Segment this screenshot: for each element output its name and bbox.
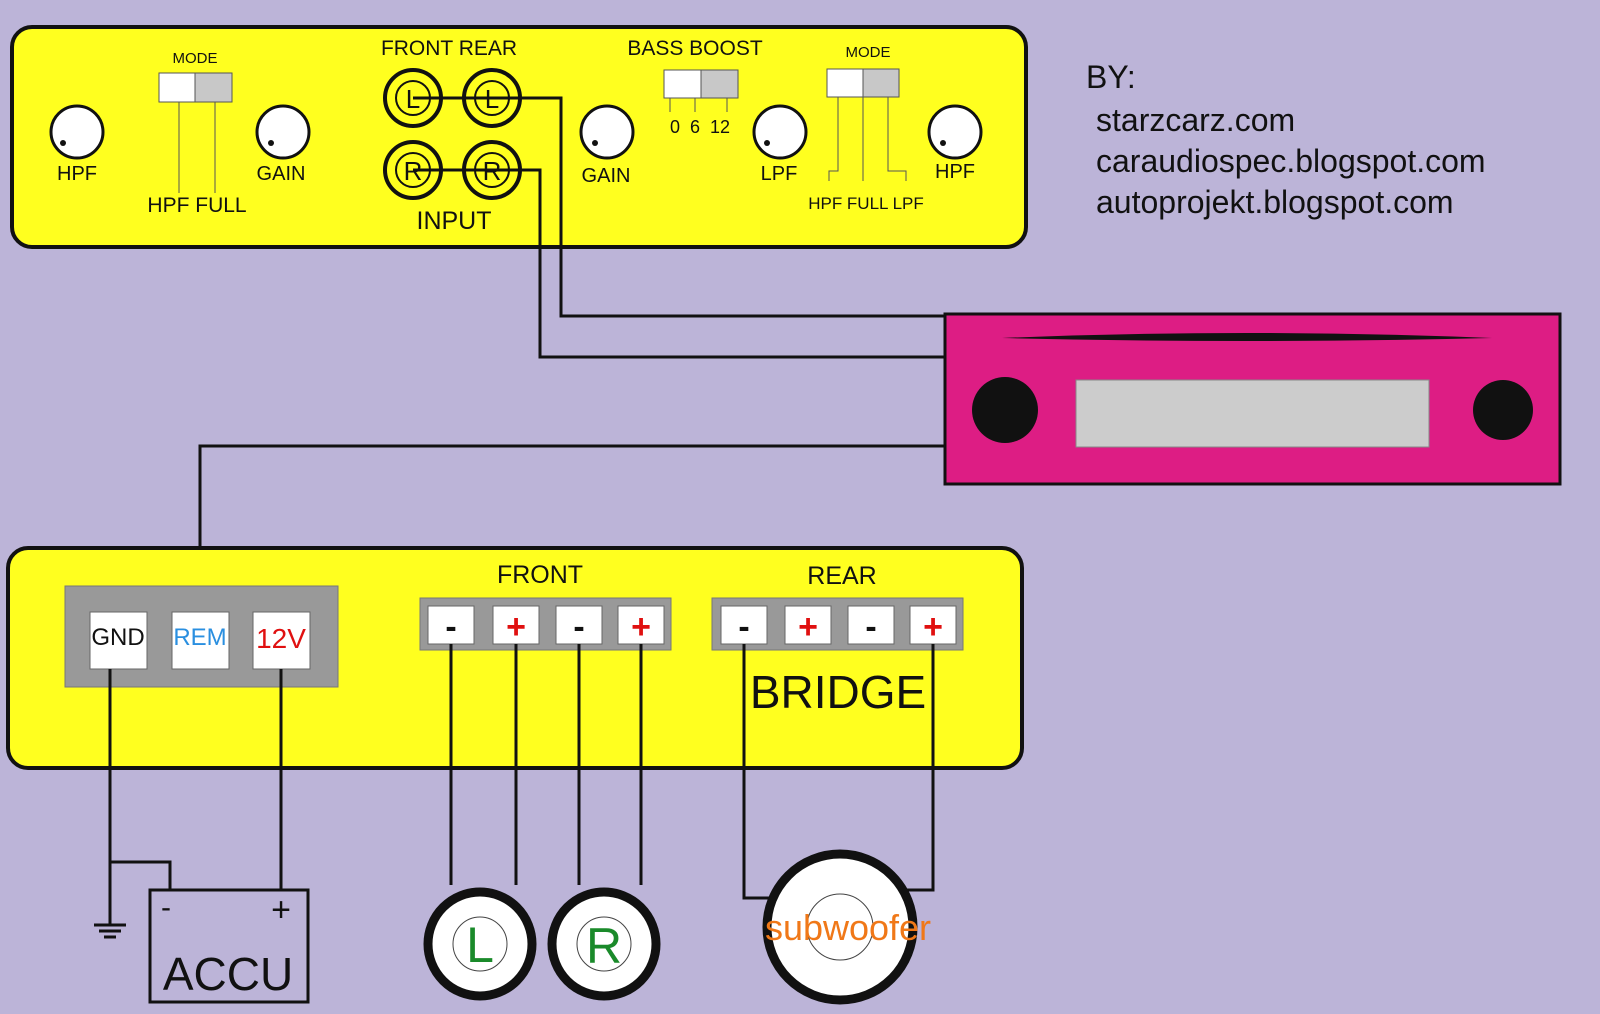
speaker-left-label: L bbox=[466, 917, 494, 973]
input-label: INPUT bbox=[417, 207, 492, 235]
output-wires bbox=[108, 644, 935, 925]
rear-right-minus-terminal[interactable]: - bbox=[847, 605, 895, 646]
credit-site: starzcarz.com bbox=[1096, 102, 1295, 138]
bridge-label: BRIDGE bbox=[750, 666, 926, 718]
hpf-knob-left[interactable] bbox=[49, 104, 105, 160]
battery-plus: + bbox=[271, 891, 291, 929]
mode-label-left: MODE bbox=[173, 50, 218, 67]
svg-text:+: + bbox=[798, 608, 818, 646]
front-left-plus-terminal[interactable]: + bbox=[492, 605, 540, 646]
speaker-right-label: R bbox=[586, 918, 622, 974]
mode-options-right: HPF FULL LPF bbox=[808, 194, 924, 213]
svg-text:-: - bbox=[445, 608, 456, 646]
hpf-label-right: HPF bbox=[935, 161, 975, 183]
rear-label: REAR bbox=[807, 562, 876, 590]
svg-text:+: + bbox=[923, 608, 943, 646]
credit-site: caraudiospec.blogspot.com bbox=[1096, 143, 1486, 179]
cd-slot bbox=[1002, 333, 1492, 341]
rear-right-plus-terminal[interactable]: + bbox=[909, 605, 957, 646]
gain-label-right: GAIN bbox=[582, 165, 631, 187]
svg-text:12V: 12V bbox=[256, 623, 306, 654]
svg-text:+: + bbox=[506, 608, 526, 646]
front-label: FRONT bbox=[497, 561, 583, 589]
svg-text:REM: REM bbox=[173, 624, 226, 651]
mode-switch-left[interactable] bbox=[158, 72, 233, 103]
battery: - + ACCU bbox=[148, 888, 310, 1004]
bass-boost-values: 0 6 12 bbox=[670, 117, 730, 137]
mode-options-left: HPF FULL bbox=[147, 194, 246, 217]
hpf-knob-right[interactable] bbox=[927, 104, 983, 160]
credit-site: autoprojekt.blogspot.com bbox=[1096, 184, 1454, 220]
front-rear-label: FRONT REAR bbox=[381, 37, 517, 60]
rear-left-plus-terminal[interactable]: + bbox=[784, 605, 832, 646]
speaker-right: R bbox=[547, 887, 661, 1001]
svg-text:-: - bbox=[865, 608, 876, 646]
lpf-label: LPF bbox=[761, 163, 798, 185]
hpf-label-left: HPF bbox=[57, 163, 97, 185]
bass-boost-label: BASS BOOST bbox=[627, 37, 763, 60]
front-right-plus-terminal[interactable]: + bbox=[617, 605, 665, 646]
battery-minus: - bbox=[161, 891, 171, 924]
credits: BY: starzcarz.com caraudiospec.blogspot.… bbox=[1086, 59, 1486, 220]
bass-boost-switch[interactable] bbox=[663, 69, 739, 99]
head-unit-display bbox=[1075, 379, 1430, 448]
subwoofer-label: subwoofer bbox=[765, 907, 931, 948]
lpf-knob[interactable] bbox=[752, 104, 808, 160]
subwoofer: subwoofer bbox=[762, 849, 931, 1005]
rear-left-minus-terminal[interactable]: - bbox=[720, 605, 768, 646]
gain-label-left: GAIN bbox=[257, 163, 306, 185]
mode-switch-right[interactable] bbox=[826, 68, 900, 98]
svg-text:-: - bbox=[573, 608, 584, 646]
svg-text:-: - bbox=[738, 608, 749, 646]
v12-terminal[interactable]: 12V bbox=[252, 611, 311, 670]
battery-label: ACCU bbox=[163, 948, 293, 1000]
gnd-terminal[interactable]: GND bbox=[89, 611, 148, 670]
gain-knob-right[interactable] bbox=[579, 104, 635, 160]
mode-label-right: MODE bbox=[846, 44, 891, 61]
ground-icon bbox=[94, 923, 126, 939]
svg-text:+: + bbox=[631, 608, 651, 646]
svg-text:GND: GND bbox=[91, 624, 144, 651]
speaker-left: L bbox=[423, 887, 537, 1001]
head-unit-knob-right[interactable] bbox=[1473, 380, 1533, 440]
head-unit bbox=[943, 312, 1562, 486]
front-right-minus-terminal[interactable]: - bbox=[555, 605, 603, 646]
control-panel: HPF MODE HPF FULL GAIN FRONT REAR L L bbox=[10, 25, 1028, 249]
rem-terminal[interactable]: REM bbox=[171, 611, 230, 670]
credits-by: BY: bbox=[1086, 59, 1136, 95]
head-unit-knob-left[interactable] bbox=[972, 377, 1038, 443]
front-left-minus-terminal[interactable]: - bbox=[427, 605, 475, 646]
gain-knob-left[interactable] bbox=[255, 104, 311, 160]
